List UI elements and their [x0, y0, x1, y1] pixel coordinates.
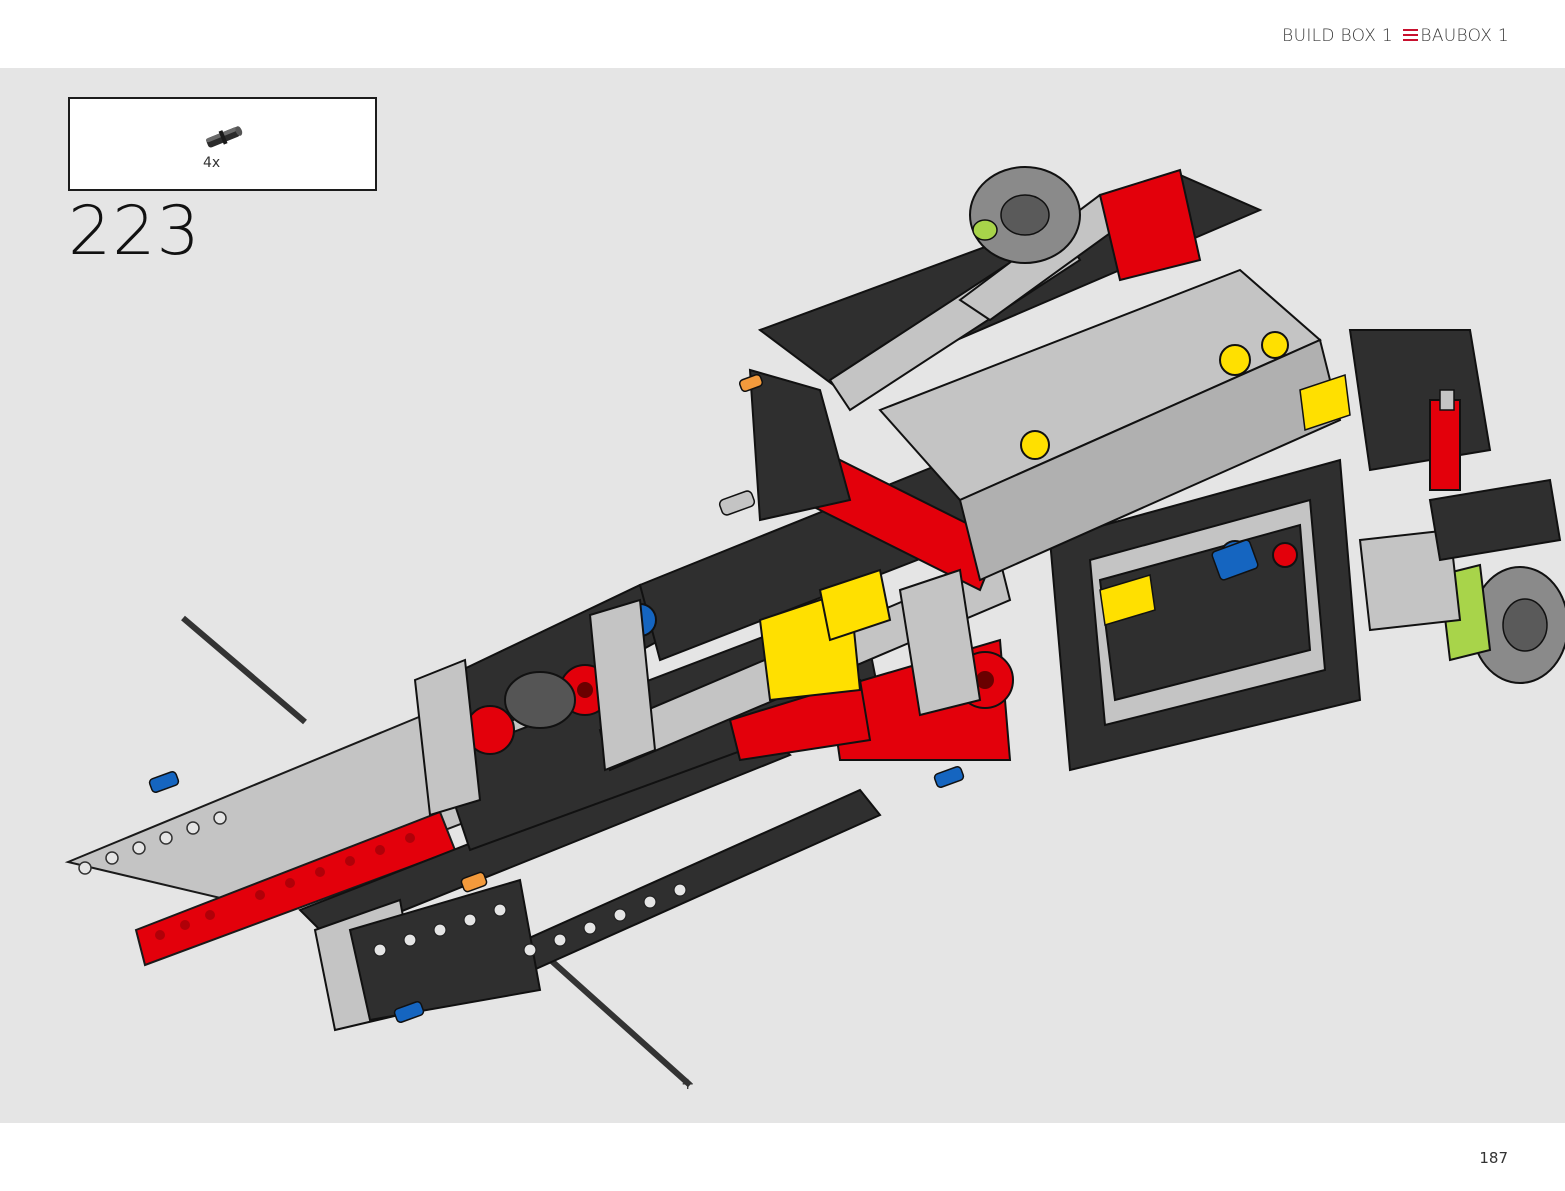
build-box-label: BUILD BOX 1 — [1282, 26, 1393, 46]
baubox-label: BAUBOX 1 — [1420, 26, 1509, 46]
step-number: 223 — [68, 192, 201, 271]
hamburger-lines-icon — [1403, 29, 1418, 41]
page-number: 187 — [1479, 1149, 1508, 1167]
parts-callout: 4x — [68, 97, 377, 191]
page-header: BUILD BOX 1 BAUBOX 1 — [0, 0, 1565, 68]
technic-pin-icon — [206, 126, 243, 148]
part-quantity: 4x — [203, 155, 221, 171]
svg-text:+: + — [681, 1074, 694, 1093]
